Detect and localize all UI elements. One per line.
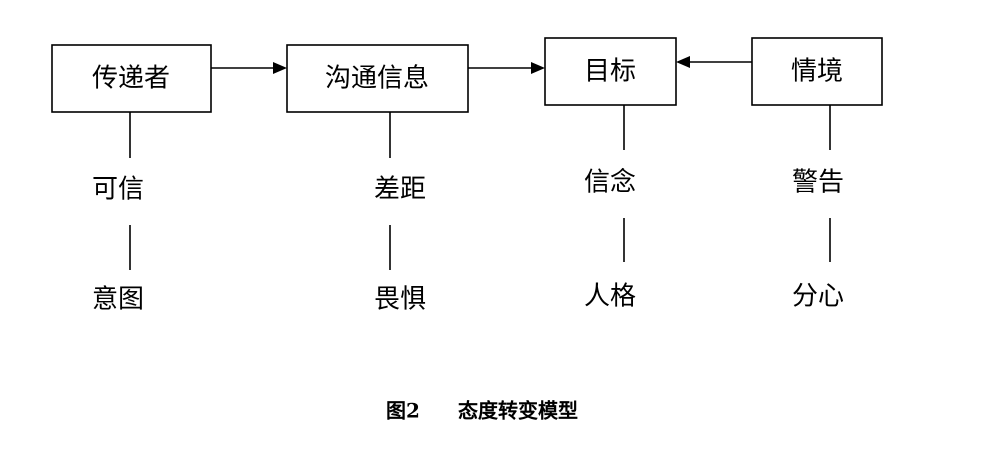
sender-label: 传递者 xyxy=(92,64,170,94)
sender-attribute-credibility: 可信 xyxy=(92,175,144,205)
sender-attributes: 可信 意图 xyxy=(92,112,144,315)
situation-label: 情境 xyxy=(791,57,843,87)
message-attribute-fear: 畏惧 xyxy=(374,285,426,315)
figure-title: 态度转变模型 xyxy=(458,399,578,423)
arrow-head xyxy=(273,62,287,74)
arrow-situation-to-target xyxy=(676,56,752,68)
situation-attribute-warning: 警告 xyxy=(792,168,844,198)
situation-node: 情境 xyxy=(751,37,883,106)
figure-caption: 图2 态度转变模型 xyxy=(386,399,578,423)
message-node: 沟通信息 xyxy=(286,44,469,113)
message-box xyxy=(286,44,469,113)
sender-node: 传递者 xyxy=(51,44,212,113)
arrow-sender-to-message xyxy=(211,62,287,74)
target-attributes: 信念 人格 xyxy=(584,105,636,312)
sender-attribute-intent: 意图 xyxy=(92,285,144,315)
target-attribute-personality: 人格 xyxy=(584,282,636,312)
message-attribute-gap: 差距 xyxy=(374,175,426,205)
arrow-message-to-target xyxy=(468,62,545,74)
arrow-head xyxy=(531,62,545,74)
message-label: 沟通信息 xyxy=(325,64,429,94)
target-node: 目标 xyxy=(544,37,677,106)
target-attribute-belief: 信念 xyxy=(584,168,636,198)
sender-box xyxy=(51,44,212,113)
situation-attributes: 警告 分心 xyxy=(792,105,844,312)
arrow-head xyxy=(676,56,690,68)
situation-attribute-distraction: 分心 xyxy=(792,282,844,312)
situation-box xyxy=(751,37,883,106)
target-box xyxy=(544,37,677,106)
message-attributes: 差距 畏惧 xyxy=(374,112,426,315)
target-label: 目标 xyxy=(584,57,636,87)
figure-number: 图2 xyxy=(386,399,420,423)
